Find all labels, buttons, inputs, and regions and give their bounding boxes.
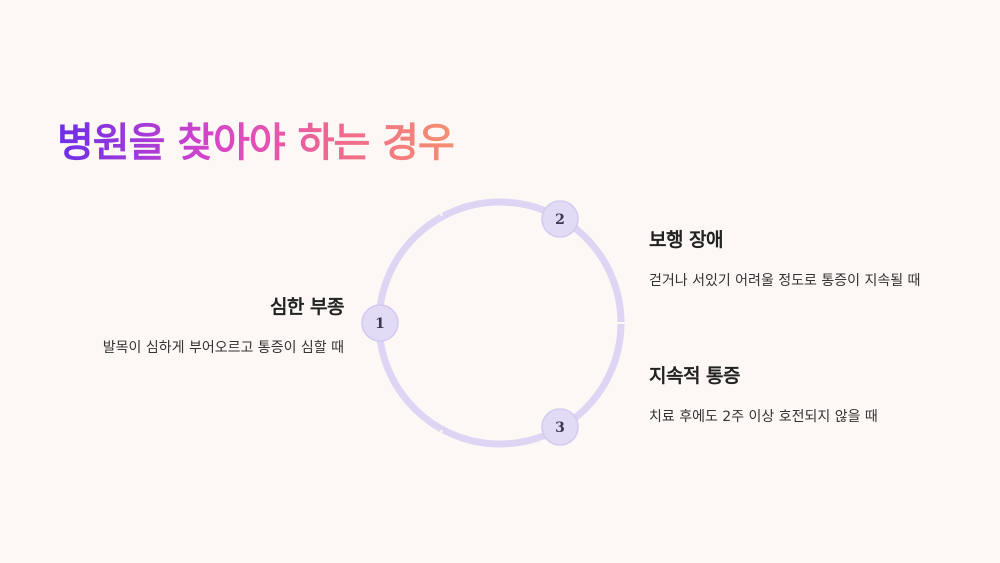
- step-description: 걷거나 서있기 어려울 정도로 통증이 지속될 때: [649, 273, 921, 289]
- step-heading: 심한 부종: [269, 296, 345, 318]
- step-number: 3: [555, 420, 565, 436]
- ring-separators: [437, 207, 626, 439]
- step-badge-2: 2: [541, 200, 579, 238]
- step-2: 보행 장애 걷거나 서있기 어려울 정도로 통증이 지속될 때: [649, 225, 920, 290]
- step-3: 지속적 통증 치료 후에도 2주 이상 호전되지 않을 때: [649, 361, 878, 426]
- step-heading: 보행 장애: [649, 229, 724, 251]
- cycle-ring: [375, 198, 625, 448]
- step-description: 치료 후에도 2주 이상 호전되지 않을 때: [649, 409, 878, 425]
- page-title: 병원을 찾아야 하는 경우: [57, 110, 455, 168]
- step-number: 2: [555, 212, 565, 228]
- step-number: 1: [375, 316, 385, 332]
- step-description: 발목이 심하게 부어오르고 통증이 심할 때: [102, 340, 344, 356]
- step-heading: 지속적 통증: [649, 365, 741, 387]
- step-badge-3: 3: [541, 408, 579, 446]
- step-1: 심한 부종 발목이 심하게 부어오르고 통증이 심할 때: [102, 292, 345, 357]
- step-badge-1: 1: [361, 304, 399, 342]
